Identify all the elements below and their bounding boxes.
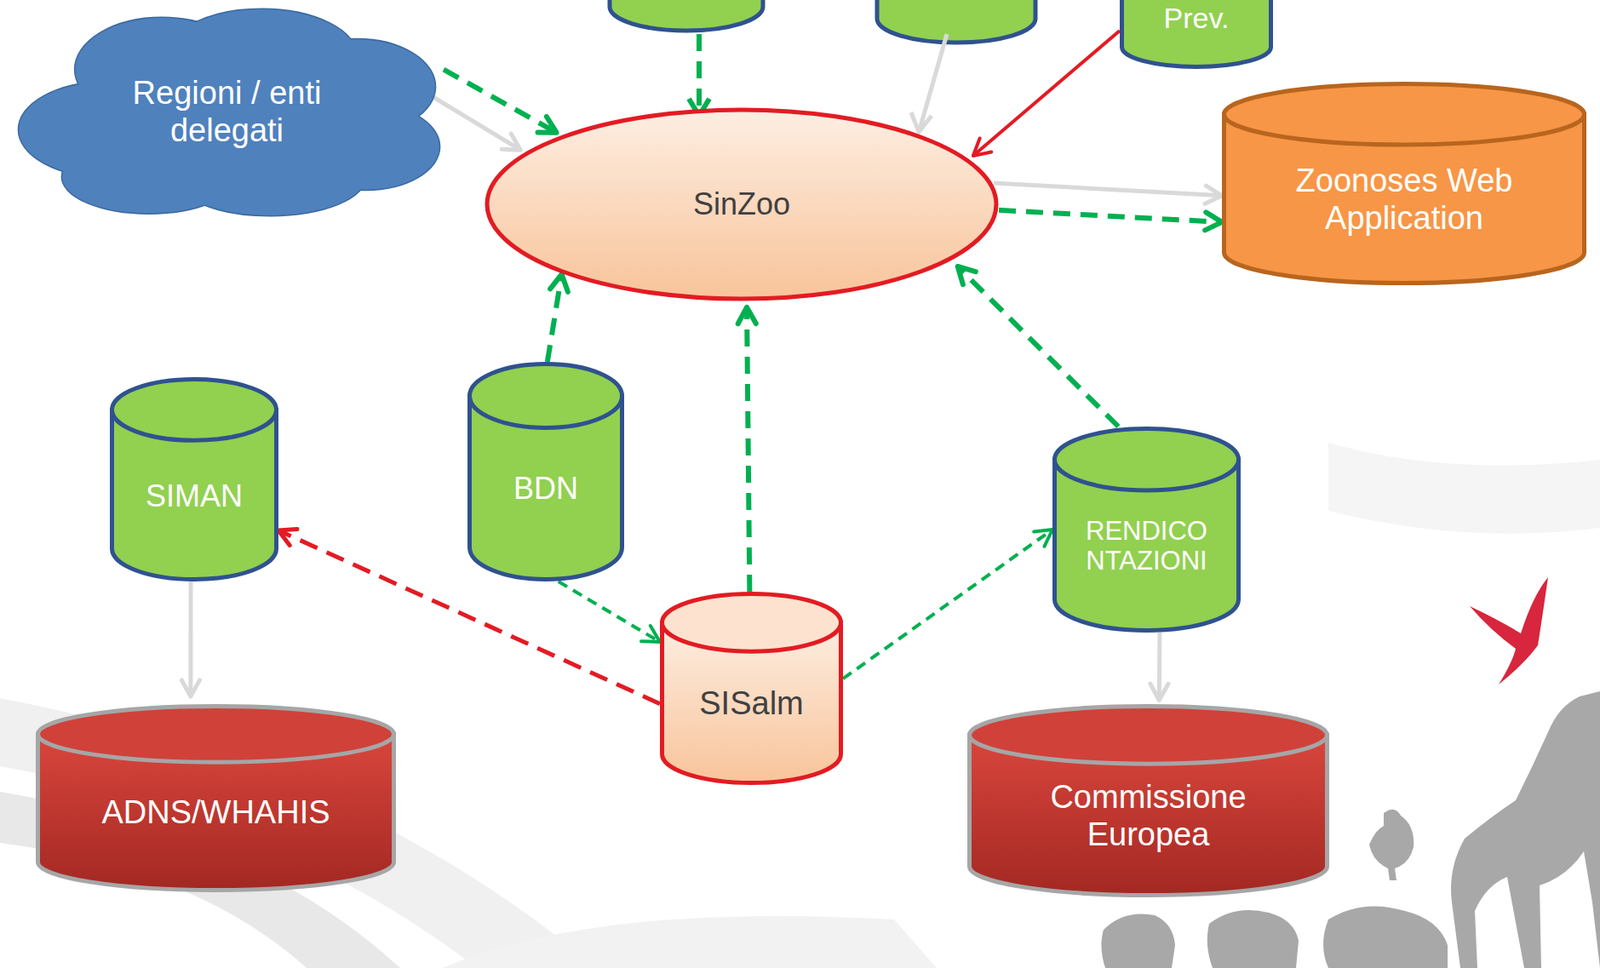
- database-cylinder: [877, 0, 1036, 43]
- solid-arrow: [993, 183, 1222, 204]
- database-cylinder-node: SIMAN: [109, 377, 279, 582]
- arrow-head: [278, 528, 298, 545]
- dashed-arrow: [547, 274, 568, 362]
- pig-silhouette: [1101, 913, 1176, 968]
- solid-arrow: [973, 30, 1120, 156]
- cloud-node: Regioni / enti delegati: [10, 5, 444, 220]
- node-label: Regioni / enti delegati: [99, 74, 356, 150]
- system-ellipse-node: SinZoo: [484, 107, 999, 302]
- database-cylinder-node: BDN: [467, 361, 625, 582]
- arrow-head: [181, 680, 200, 697]
- cow-silhouette: [1207, 910, 1299, 968]
- dashed-arrow: [443, 69, 557, 133]
- node-label: Prev.: [1164, 1, 1230, 35]
- cylinder-top: [112, 379, 277, 442]
- connector-line: [188, 581, 193, 697]
- ellipse-outline: [487, 109, 997, 299]
- node-label: SIMAN: [145, 478, 243, 514]
- solid-arrow: [1150, 632, 1169, 700]
- cylinder-top: [969, 706, 1328, 765]
- database-cylinder-node: ADNS/WHAHIS: [35, 704, 396, 893]
- arrow-head: [973, 137, 993, 156]
- cylinder-top: [38, 706, 395, 763]
- connector-line: [993, 183, 1222, 196]
- arrow-head: [1204, 185, 1222, 204]
- arrow-head: [1150, 683, 1169, 700]
- connector-line: [558, 581, 660, 643]
- arrow-head: [641, 625, 660, 643]
- connector-line: [1157, 632, 1163, 700]
- swoosh-band: [0, 698, 597, 968]
- arrow-head: [1204, 212, 1222, 230]
- arrow-head: [501, 133, 521, 150]
- connector-line: [746, 307, 750, 592]
- connector-line: [843, 529, 1053, 679]
- database-cylinder: [609, 0, 763, 31]
- swoosh-band: [442, 916, 937, 968]
- arrow-head: [957, 266, 976, 285]
- cloud-outline: [74, 51, 379, 181]
- cloud-fill: [74, 51, 379, 181]
- database-cylinder-node: Zoonoses Web Application: [1221, 81, 1587, 286]
- connector-line: [998, 210, 1222, 223]
- solid-arrow: [181, 581, 200, 697]
- dog-silhouette: [1323, 906, 1448, 968]
- swoosh-band: [1328, 442, 1600, 534]
- chicken-silhouette: [1369, 809, 1414, 881]
- dashed-arrow: [738, 307, 757, 592]
- bird-logo: [1469, 577, 1549, 685]
- node-label: ADNS/WHAHIS: [101, 794, 330, 832]
- database-cylinder-node: Commissione Europea: [967, 704, 1330, 898]
- dashed-arrow: [843, 529, 1053, 679]
- arrow-head: [550, 274, 568, 293]
- dashed-arrow: [957, 266, 1119, 427]
- database-cylinder-node: Prev.: [1119, 0, 1274, 69]
- node-label: BDN: [513, 470, 579, 506]
- cylinder-top: [1055, 429, 1239, 491]
- dashed-arrow: [998, 210, 1222, 231]
- arrow-head: [911, 112, 932, 132]
- dashed-arrow: [696, 34, 702, 115]
- database-cylinder-node: SISalm: [659, 591, 844, 786]
- solid-arrow: [919, 34, 947, 130]
- node-label: Commissione Europea: [1033, 779, 1264, 854]
- cylinder-body: [1122, 0, 1272, 67]
- connector-line: [973, 30, 1120, 156]
- horse-silhouette: [1450, 691, 1600, 968]
- arrow-head: [1033, 529, 1053, 547]
- arrow-head: [538, 116, 557, 133]
- bird-silhouette: [1469, 577, 1549, 685]
- arrow-head: [738, 307, 757, 324]
- node-label: RENDICO NTAZIONI: [1066, 516, 1228, 577]
- cylinder-top: [470, 364, 623, 429]
- node-label: Zoonoses Web Application: [1263, 162, 1545, 237]
- node-label: SinZoo: [693, 186, 791, 222]
- database-cylinder-node: RENDICO NTAZIONI: [1052, 426, 1241, 633]
- cylinder-top: [1224, 84, 1585, 145]
- dashed-arrow: [558, 581, 660, 643]
- connector-line: [443, 69, 557, 133]
- connector-line: [957, 266, 1119, 427]
- cylinder-top: [662, 594, 842, 653]
- node-label: SISalm: [699, 685, 803, 723]
